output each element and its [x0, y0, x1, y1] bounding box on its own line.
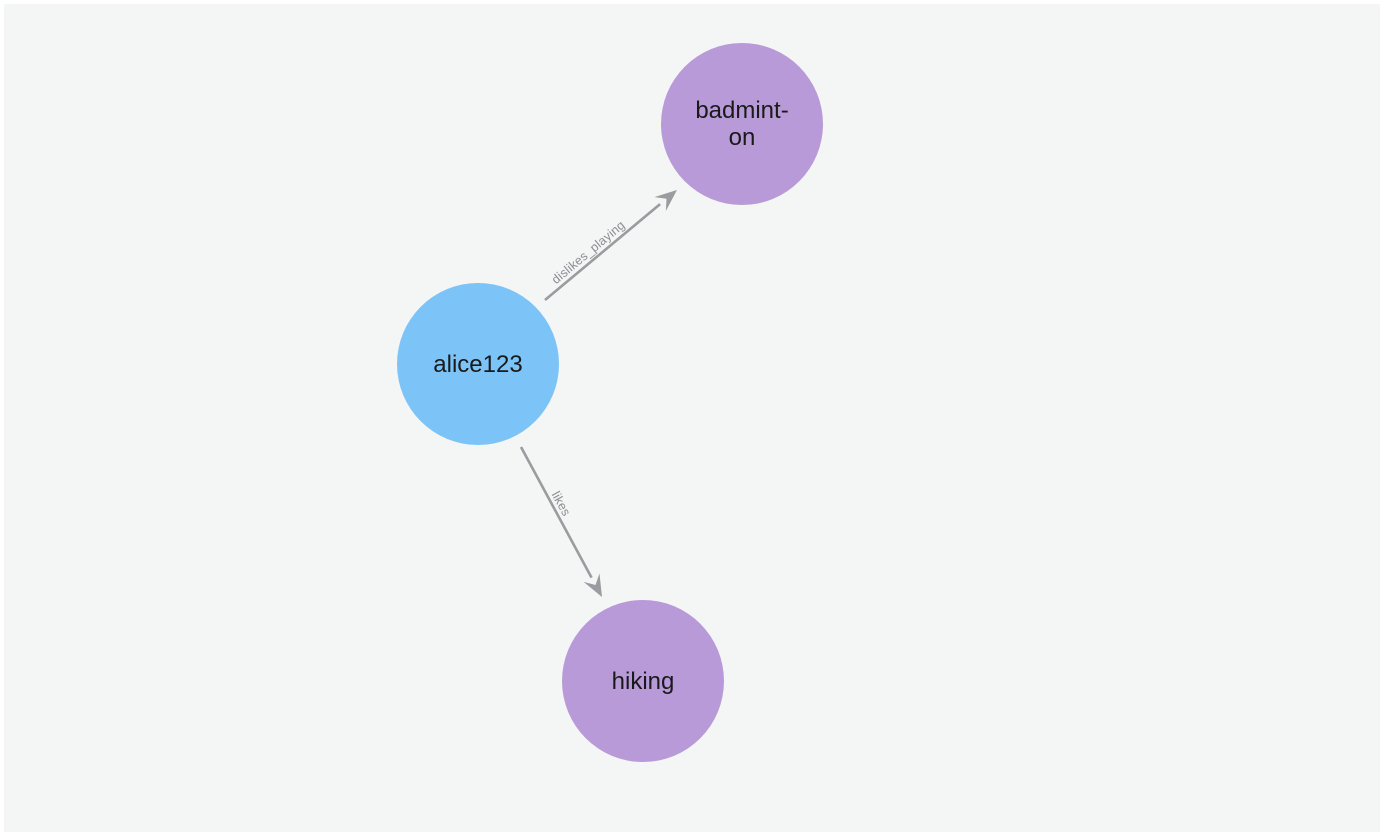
graph-edge-line	[519, 446, 593, 579]
graph-edge-arrowhead	[654, 190, 677, 211]
graph-edge-line	[544, 203, 661, 301]
graph-node-hiking[interactable]: hiking	[562, 600, 724, 762]
graph-node-alice123[interactable]: alice123	[397, 283, 559, 445]
graph-edge-arrowhead	[583, 573, 602, 597]
graph-node-label: hiking	[611, 667, 675, 695]
graph-edges-layer	[519, 190, 677, 597]
graph-node-label: alice123	[433, 350, 523, 378]
graph-node-badminton[interactable]: badmint- on	[661, 43, 823, 205]
graph-node-label: badmint- on	[695, 97, 789, 151]
